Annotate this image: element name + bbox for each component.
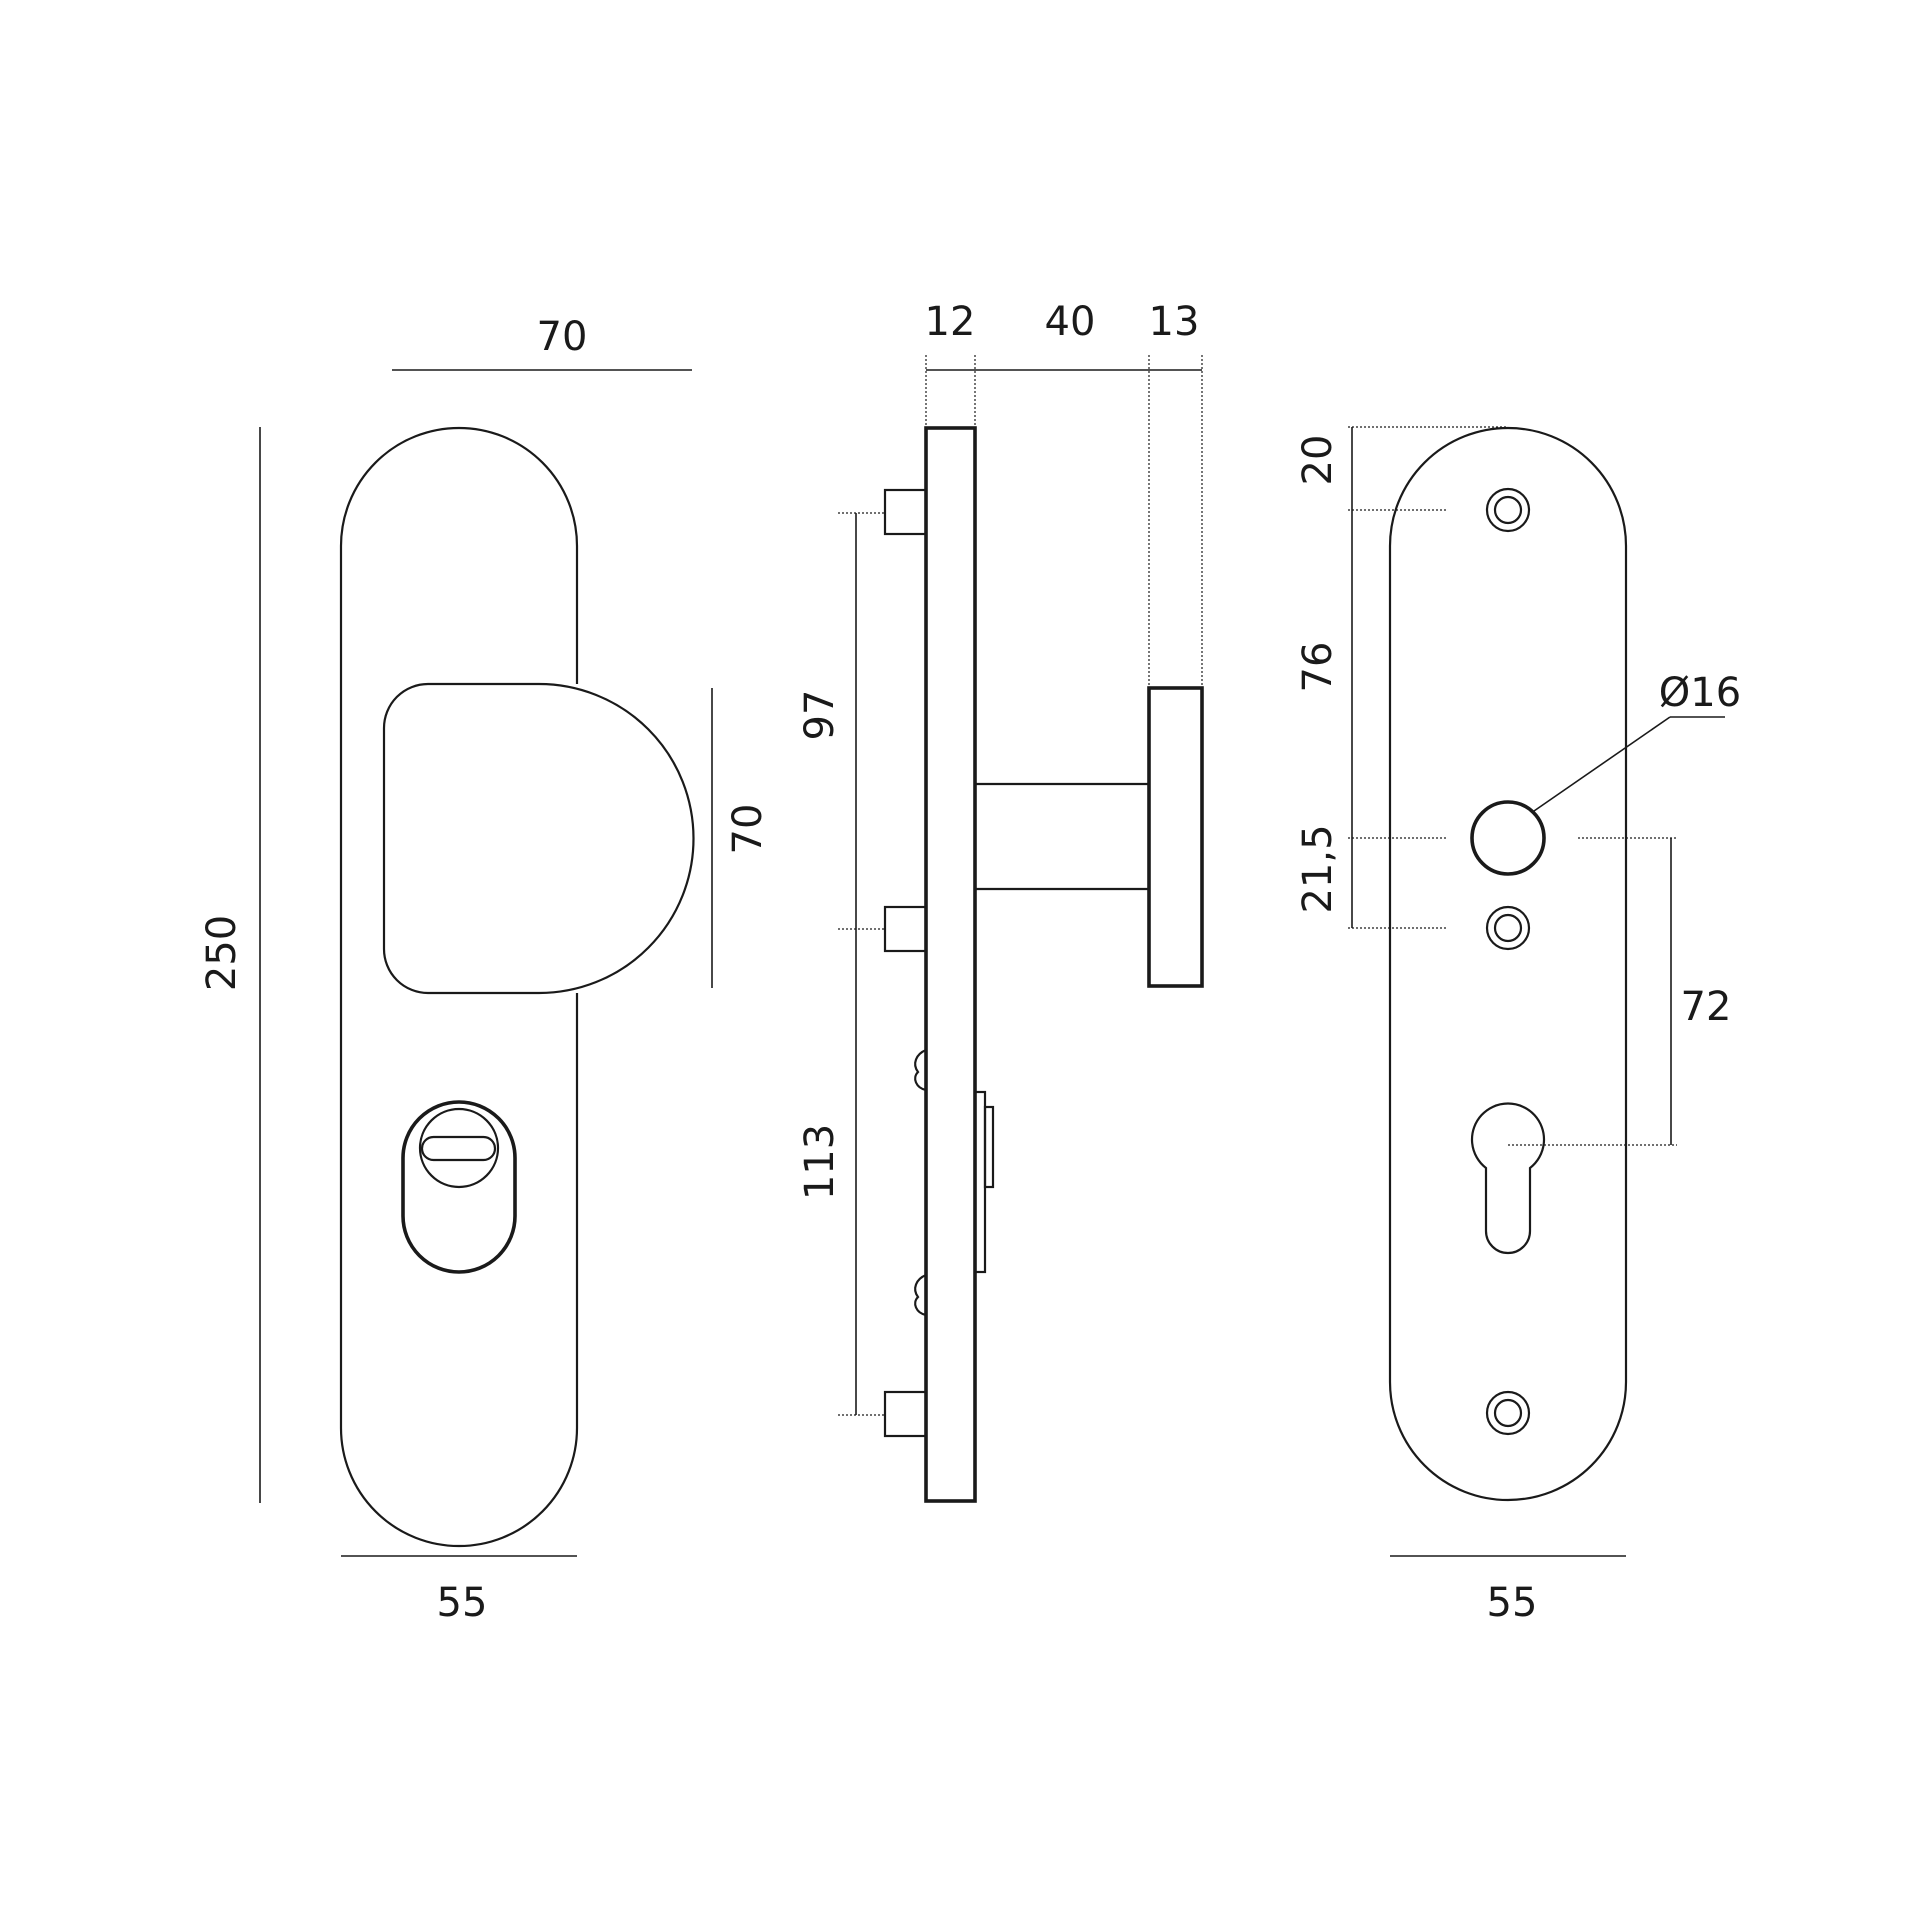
side-knob-thickness-label: 13 bbox=[1149, 299, 1200, 345]
side-fixing-post-middle bbox=[883, 905, 928, 953]
back-width-label: 55 bbox=[1487, 1580, 1538, 1626]
side-view: 12 40 13 97 113 bbox=[797, 299, 1204, 1503]
back-spindle-to-cylinder-label: 72 bbox=[1681, 984, 1732, 1030]
front-cylinder-cover bbox=[401, 1100, 517, 1274]
back-hole-to-spindle-label: 76 bbox=[1295, 642, 1341, 693]
back-cylinder-cutout bbox=[1470, 1102, 1546, 1255]
side-knob-projection-label: 40 bbox=[1045, 299, 1096, 345]
back-fixing-hole-top-outer bbox=[1485, 487, 1531, 533]
side-fixing-post-bottom bbox=[883, 1390, 928, 1438]
back-fixing-hole-middle-outer bbox=[1485, 905, 1531, 951]
back-top-offset-label: 20 bbox=[1295, 435, 1341, 486]
front-view: 250 55 70 70 bbox=[199, 314, 771, 1626]
back-diameter-leader bbox=[1533, 716, 1671, 812]
front-cylinder-rotor bbox=[418, 1107, 500, 1189]
side-fixing-post-top bbox=[883, 488, 928, 536]
back-fixing-hole-top-inner bbox=[1493, 495, 1523, 525]
side-cylinder-lip bbox=[983, 1105, 995, 1189]
front-knob-height-label: 70 bbox=[725, 804, 771, 855]
back-fixing-hole-middle-inner bbox=[1493, 913, 1523, 943]
side-upper-fixing-label: 97 bbox=[797, 690, 843, 741]
side-lower-fixing-label: 113 bbox=[797, 1124, 843, 1200]
back-spindle-diameter-label: Ø16 bbox=[1659, 670, 1741, 716]
back-plate-outline bbox=[1388, 426, 1628, 1502]
side-screw-head-upper bbox=[914, 1048, 927, 1092]
side-plate-thickness-label: 12 bbox=[925, 299, 976, 345]
side-plate bbox=[924, 426, 977, 1503]
front-knob-width-label: 70 bbox=[537, 314, 588, 360]
front-plate-outline bbox=[339, 426, 579, 1548]
front-height-label: 250 bbox=[199, 915, 245, 991]
front-width-label: 55 bbox=[437, 1580, 488, 1626]
side-knob-head bbox=[1147, 686, 1204, 988]
back-view: 20 76 21,5 Ø16 72 55 bbox=[1295, 426, 1741, 1626]
front-knob bbox=[382, 682, 695, 995]
back-spindle-to-hole-label: 21,5 bbox=[1295, 824, 1341, 913]
front-key-slot-icon bbox=[420, 1135, 497, 1162]
back-spindle-hole bbox=[1470, 800, 1546, 876]
back-fixing-hole-bottom-outer bbox=[1485, 1390, 1531, 1436]
side-screw-head-lower bbox=[914, 1273, 927, 1317]
back-fixing-hole-bottom-inner bbox=[1493, 1398, 1523, 1428]
